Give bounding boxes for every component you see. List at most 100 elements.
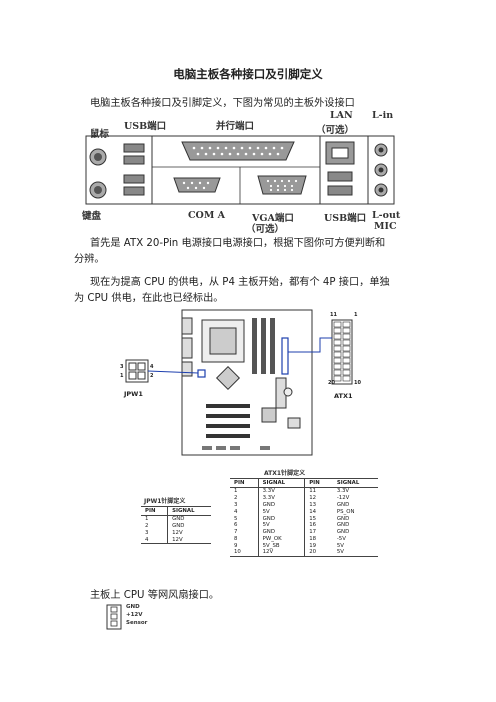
atx-table-cell: GND — [257, 501, 305, 509]
atx-table-cell: GND — [336, 522, 350, 529]
atx-table-cell: -12V — [336, 495, 350, 502]
atx-paragraph-line1: 首先是 ATX 20-Pin 电源接口电源接口，根据下图你可方便判断和 — [90, 238, 386, 249]
atx-table-cell: 2 — [234, 495, 238, 502]
jpw1-pin3-label: 3 — [120, 364, 124, 370]
jpw-table-cell: 3 — [145, 529, 149, 536]
label-parallel-port: 并行端口 — [216, 121, 255, 132]
jpw-table-header-1: SIGNAL — [167, 506, 211, 516]
fan-pin-12v: +12V — [126, 612, 143, 618]
atx-table-cell: 12 — [304, 494, 333, 502]
cpu-power-paragraph-line1: 现在为提高 CPU 的供电，从 P4 主板开始，都有个 4P 接口，单独 — [90, 277, 390, 288]
atx-pin10-label: 10 — [354, 380, 361, 386]
label-lan: LAN — [330, 110, 353, 121]
atx-pin20-label: 20 — [328, 380, 335, 386]
atx-table-cell: 3.3V — [336, 488, 350, 495]
atx1-label: ATX1 — [334, 392, 353, 400]
jpw-table-title: JPW1针脚定义 — [144, 498, 186, 505]
label-usb-top: USB端口 — [124, 121, 167, 132]
motherboard-drawing — [125, 309, 353, 456]
atx-table-cell: 11 — [304, 487, 333, 495]
atx-table-cell: 18 — [304, 535, 333, 543]
jpw1-label: JPW1 — [124, 390, 143, 398]
rear-io-panel-figure: 鼠标 USB端口 并行端口 LAN （可选） L-in 键盘 COM A VGA… — [72, 110, 418, 235]
jpw-table-cell: 2 — [145, 523, 149, 530]
atx-table-cell: 9 — [234, 542, 238, 549]
atx-table-cell: 3.3V — [257, 494, 305, 502]
atx-table-cell: GND — [257, 528, 305, 536]
jpw1-pin1-label: 1 — [120, 373, 124, 379]
document-title: 电脑主板各种接口及引脚定义 — [173, 67, 323, 81]
atx-paragraph-line2: 分辨。 — [74, 254, 105, 265]
atx-table-cell: 5V_SB — [257, 542, 305, 550]
atx-table-header-3: SIGNAL — [332, 478, 378, 488]
cpu-power-paragraph-line2: 为 CPU 供电，在此也已经标出。 — [74, 293, 224, 304]
atx-table-header-1: SIGNAL — [257, 478, 305, 488]
rear-io-panel-drawing — [85, 135, 395, 205]
jpw1-pin4-label: 4 — [150, 364, 154, 370]
jpw-table-bottom-rule — [141, 543, 211, 545]
atx-table-cell: 16 — [304, 521, 333, 529]
label-mic: MIC — [374, 221, 397, 232]
atx-table-cell: -5V — [336, 535, 346, 542]
atx-table-cell: GND — [336, 515, 350, 522]
atx-table-cell: 8 — [234, 535, 238, 542]
atx-table-cell: 15 — [304, 515, 333, 522]
atx-table-cell: PS_ON — [336, 508, 355, 515]
atx-table-cell: GND — [336, 529, 350, 536]
label-com-port: COM A — [188, 210, 226, 221]
atx-table-cell: 3 — [234, 501, 238, 508]
fan-paragraph: 主板上 CPU 等网风扇接口。 — [90, 590, 220, 601]
intro-paragraph: 电脑主板各种接口及引脚定义，下图为常见的主板外设接口 — [90, 98, 355, 109]
jpw1-pin2-label: 2 — [150, 373, 154, 379]
jpw-table-cell: 1 — [145, 516, 149, 523]
label-vga-port: VGA端口 — [252, 213, 294, 224]
atx-table-cell: GND — [336, 501, 350, 508]
atx-table-cell: 20 — [304, 549, 333, 556]
label-line-in: L-in — [372, 110, 394, 121]
atx-table-cell: 4 — [234, 508, 238, 515]
atx-pin11-label: 11 — [330, 312, 337, 318]
atx-table-cell: 5V — [336, 542, 344, 549]
jpw-table-cell: GND — [167, 522, 211, 530]
atx-table-cell: PW_OK — [257, 535, 305, 543]
label-keyboard: 键盘 — [82, 211, 102, 222]
atx-table-cell: 5V — [257, 521, 305, 529]
label-line-out: L-out — [372, 210, 401, 221]
atx-table-cell: 13 — [304, 501, 333, 509]
fan-connector-drawing — [106, 604, 122, 630]
jpw-table-header-0: PIN — [141, 506, 168, 516]
jpw-table-cell: 12V — [167, 529, 211, 537]
jpw-table-cell: 4 — [145, 536, 149, 543]
atx-table-cell: 7 — [234, 529, 238, 536]
label-mouse: 鼠标 — [90, 129, 110, 140]
atx-table-header-0: PIN — [230, 478, 259, 488]
atx-table-cell: 5V — [336, 549, 344, 556]
table-row: 3 12V — [141, 529, 211, 537]
atx-table-cell: 1 — [234, 488, 238, 495]
fan-pin-sensor: Sensor — [126, 620, 148, 626]
atx-pin1-label: 1 — [354, 312, 358, 318]
atx-table-cell: GND — [257, 515, 305, 522]
atx-table-header-2: PIN — [304, 478, 333, 488]
atx-table-cell: 5 — [234, 515, 238, 522]
atx-table-cell: 6 — [234, 522, 238, 529]
atx-table-cell: 10 — [234, 549, 241, 556]
